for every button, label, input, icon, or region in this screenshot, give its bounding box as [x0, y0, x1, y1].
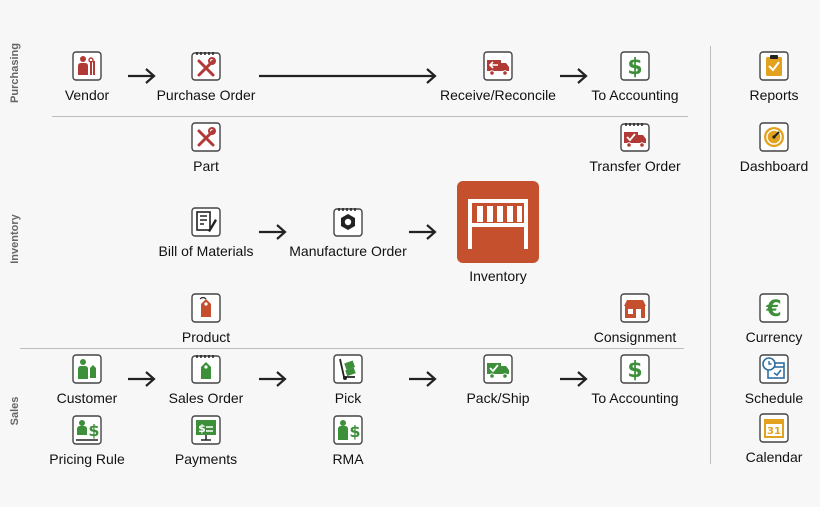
node-to-accounting-sales-label: To Accounting	[591, 390, 679, 406]
arrow-receive-to-accounting	[559, 66, 589, 86]
divider-inventory-sales	[20, 348, 684, 349]
person-dollar-icon: $	[333, 415, 363, 445]
node-consignment[interactable]: Consignment	[575, 293, 695, 345]
side-calendar[interactable]: 31 Calendar	[714, 413, 820, 465]
divider-side-panel	[710, 46, 711, 464]
calendar-31-icon: 31	[759, 413, 789, 443]
node-receive-reconcile-label: Receive/Reconcile	[440, 87, 556, 103]
price-tag-icon	[191, 293, 221, 323]
node-consignment-label: Consignment	[593, 329, 677, 345]
node-transfer-order-label: Transfer Order	[589, 158, 681, 174]
node-vendor[interactable]: Vendor	[27, 51, 147, 103]
dollar-board-icon: $	[191, 415, 221, 445]
side-currency[interactable]: € Currency	[714, 293, 820, 345]
truck-check-icon	[483, 354, 513, 384]
document-pencil-icon	[191, 207, 221, 237]
svg-text:$: $	[349, 422, 360, 441]
tag-notepad-icon	[191, 354, 221, 384]
arrow-pick-to-pack	[408, 369, 438, 389]
node-pricing-rule-label: Pricing Rule	[49, 451, 125, 467]
wrench-screwdriver-icon	[191, 122, 221, 152]
node-to-accounting-purchasing-label: To Accounting	[591, 87, 679, 103]
node-product[interactable]: Product	[146, 293, 266, 345]
node-rma[interactable]: $ RMA	[288, 415, 408, 467]
hex-nut-icon	[333, 207, 363, 237]
vendor-person-tools-icon	[72, 51, 102, 81]
node-pick[interactable]: Pick	[288, 354, 408, 406]
side-schedule-label: Schedule	[744, 390, 804, 406]
calendar-day-number: 31	[767, 426, 781, 437]
node-manufacture-order[interactable]: Manufacture Order	[288, 207, 408, 259]
node-payments-label: Payments	[174, 451, 238, 467]
node-sales-order-label: Sales Order	[168, 390, 244, 406]
person-tag-icon	[72, 354, 102, 384]
section-label-inventory: Inventory	[9, 214, 21, 264]
warehouse-shelf-icon	[457, 181, 539, 263]
truck-check-icon	[620, 122, 650, 152]
svg-text:$: $	[627, 55, 642, 80]
clock-calendar-icon	[759, 354, 789, 384]
shop-icon	[620, 293, 650, 323]
arrow-customer-to-so	[127, 369, 157, 389]
arrow-po-to-receive	[258, 66, 438, 86]
arrow-vendor-to-po	[127, 66, 157, 86]
node-product-label: Product	[181, 329, 231, 345]
hand-truck-icon	[333, 354, 363, 384]
truck-receive-icon	[483, 51, 513, 81]
section-label-purchasing: Purchasing	[9, 43, 21, 103]
arrow-mo-to-inventory	[408, 222, 438, 242]
node-receive-reconcile[interactable]: Receive/Reconcile	[438, 51, 558, 103]
node-vendor-label: Vendor	[64, 87, 110, 103]
gauge-icon	[759, 122, 789, 152]
node-purchase-order-label: Purchase Order	[156, 87, 256, 103]
node-pricing-rule[interactable]: $ Pricing Rule	[27, 415, 147, 467]
node-customer[interactable]: Customer	[27, 354, 147, 406]
node-rma-label: RMA	[332, 451, 364, 467]
side-currency-label: Currency	[745, 329, 803, 345]
node-inventory[interactable]: Inventory	[428, 181, 568, 284]
node-purchase-order[interactable]: Purchase Order	[146, 51, 266, 103]
wrench-screwdriver-notepad-icon	[191, 51, 221, 81]
svg-text:€: €	[765, 297, 781, 322]
side-dashboard-label: Dashboard	[739, 158, 809, 174]
svg-text:$: $	[627, 358, 642, 383]
side-reports[interactable]: Reports	[714, 51, 820, 103]
node-part-label: Part	[193, 158, 219, 174]
node-pack-ship-label: Pack/Ship	[466, 390, 530, 406]
node-inventory-label: Inventory	[469, 268, 527, 284]
node-customer-label: Customer	[56, 390, 118, 406]
dollar-icon: $	[620, 51, 650, 81]
node-transfer-order[interactable]: Transfer Order	[575, 122, 695, 174]
node-pack-ship[interactable]: Pack/Ship	[438, 354, 558, 406]
node-manufacture-order-label: Manufacture Order	[289, 243, 407, 259]
side-schedule[interactable]: Schedule	[714, 354, 820, 406]
arrow-pack-to-accounting	[559, 369, 589, 389]
euro-icon: €	[759, 293, 789, 323]
node-part[interactable]: Part	[146, 122, 266, 174]
divider-purchasing-inventory	[52, 116, 688, 117]
arrow-so-to-pick	[258, 369, 288, 389]
node-bill-of-materials[interactable]: Bill of Materials	[146, 207, 266, 259]
section-label-sales: Sales	[9, 396, 21, 426]
node-pick-label: Pick	[334, 390, 362, 406]
node-sales-order[interactable]: Sales Order	[146, 354, 266, 406]
dollar-icon: $	[620, 354, 650, 384]
clipboard-icon	[759, 51, 789, 81]
person-dollar-icon: $	[72, 415, 102, 445]
arrow-bom-to-mo	[258, 222, 288, 242]
node-payments[interactable]: $ Payments	[146, 415, 266, 467]
node-to-accounting-sales[interactable]: $ To Accounting	[575, 354, 695, 406]
side-reports-label: Reports	[749, 87, 799, 103]
node-bill-of-materials-label: Bill of Materials	[158, 243, 254, 259]
svg-text:$: $	[88, 421, 99, 440]
svg-text:$: $	[198, 422, 206, 435]
node-to-accounting-purchasing[interactable]: $ To Accounting	[575, 51, 695, 103]
side-dashboard[interactable]: Dashboard	[714, 122, 820, 174]
side-calendar-label: Calendar	[745, 449, 803, 465]
